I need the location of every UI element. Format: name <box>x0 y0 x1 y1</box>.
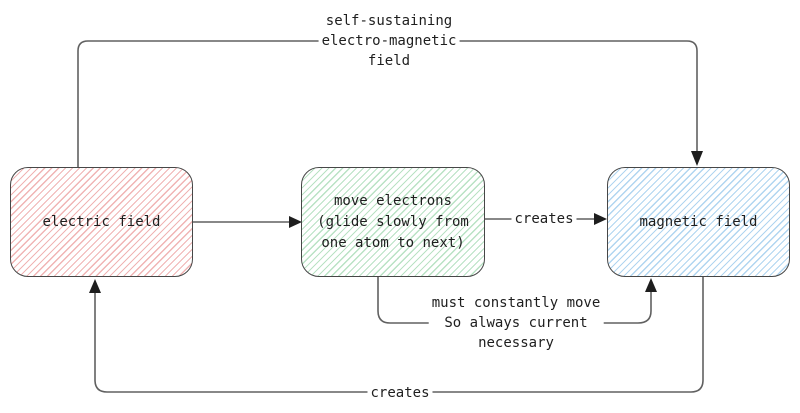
arrowhead-into-electric-bottom <box>89 279 101 293</box>
node-electric-field: electric field <box>10 167 193 277</box>
edge-label-creates-mid: creates <box>511 209 577 229</box>
arrowhead-into-move-left <box>289 216 302 228</box>
edge-label-must-constantly-move: must constantly move So always current n… <box>428 293 604 353</box>
node-move-electrons-label: move electrons (glide slowly from one at… <box>317 192 469 251</box>
edge-label-self-sustaining: self-sustaining electro-magnetic field <box>318 11 460 71</box>
node-electric-field-label: electric field <box>42 213 161 230</box>
node-magnetic-field: magnetic field <box>607 167 790 277</box>
arrowhead-into-magnetic-left <box>594 213 607 225</box>
arrowhead-into-magnetic-bottom <box>645 278 657 292</box>
node-move-electrons: move electrons (glide slowly from one at… <box>301 167 485 277</box>
arrowhead-into-magnetic-top <box>691 151 703 166</box>
edge-magnetic-to-electric-line <box>94 277 704 393</box>
node-magnetic-field-label: magnetic field <box>639 213 758 230</box>
edge-label-creates-bottom: creates <box>367 383 433 403</box>
